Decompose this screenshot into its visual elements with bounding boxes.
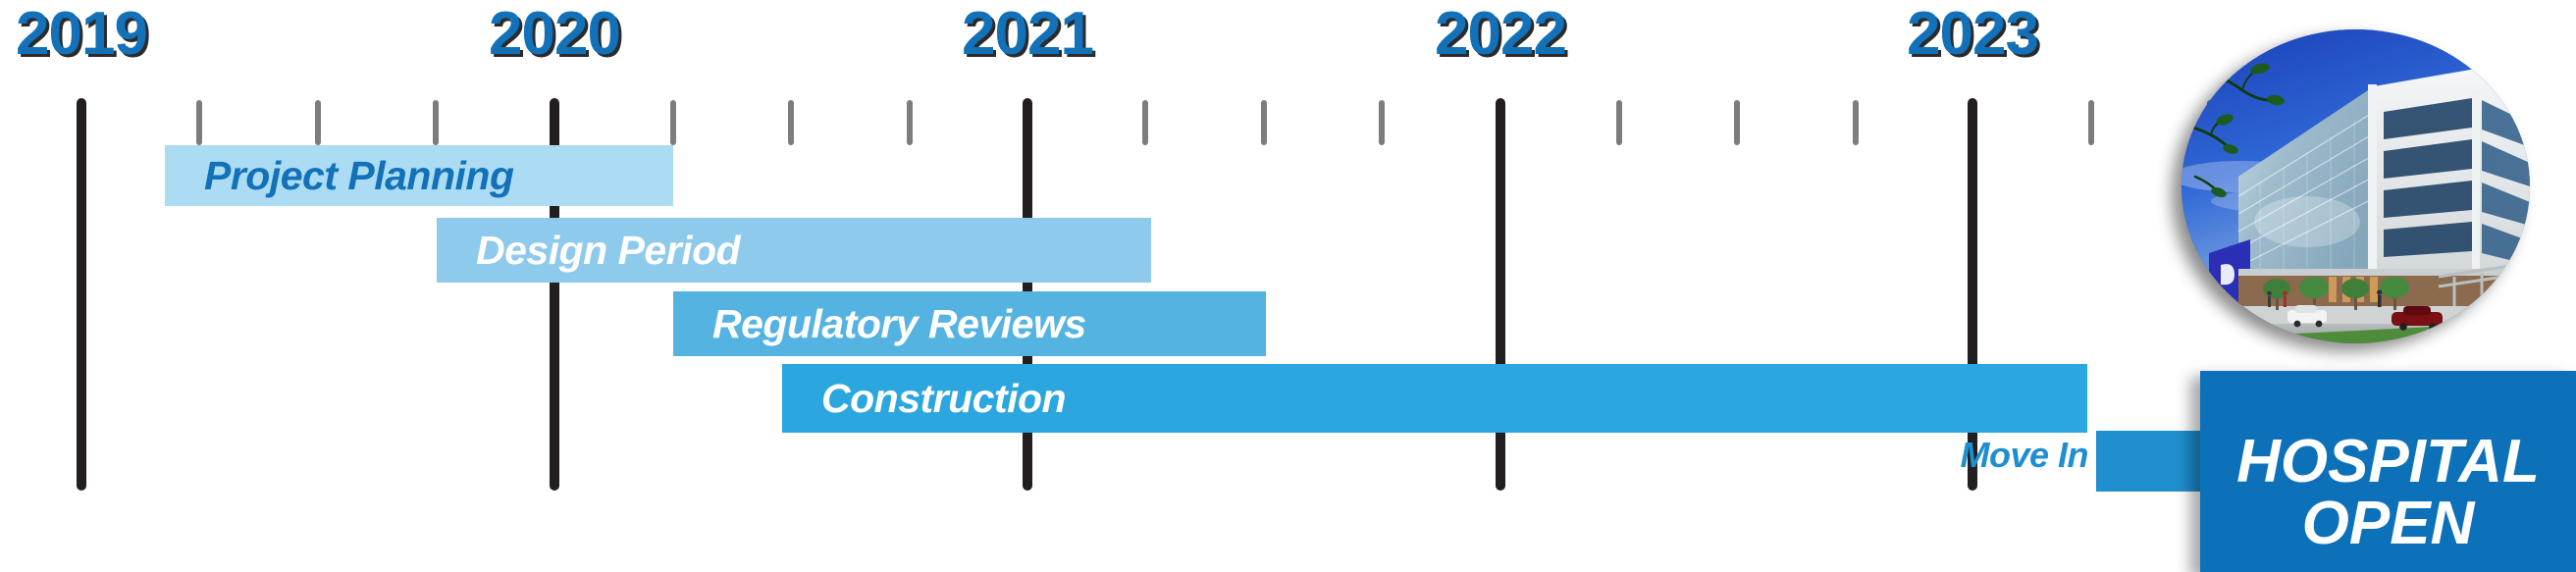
quarter-tick-5	[907, 100, 913, 145]
year-label-2019: 2019	[16, 0, 148, 68]
gantt-bar-design-period: Design Period	[437, 218, 1151, 283]
quarter-tick-8	[1379, 100, 1385, 145]
year-gridline-2020	[550, 98, 559, 491]
gantt-bar-label: Project Planning	[204, 152, 514, 198]
gantt-bar-label: Design Period	[476, 227, 741, 273]
gantt-bar-construction: Construction	[782, 364, 2087, 433]
hospital-rendering-illustration	[2182, 29, 2530, 343]
hospital-building-photo	[2182, 29, 2530, 343]
move-in-label: Move In	[1960, 435, 2088, 475]
gantt-bar-project-planning: Project Planning	[165, 145, 673, 206]
year-label-2021: 2021	[962, 0, 1094, 68]
year-label-2023: 2023	[1907, 0, 2039, 68]
quarter-tick-9	[1616, 100, 1622, 145]
quarter-tick-7	[1261, 100, 1267, 145]
year-label-2022: 2022	[1435, 0, 1567, 68]
quarter-tick-2	[433, 100, 439, 145]
quarter-tick-3	[670, 100, 676, 145]
quarter-tick-6	[1142, 100, 1148, 145]
quarter-tick-0	[196, 100, 202, 145]
gantt-bar-label: Construction	[821, 375, 1067, 421]
quarter-tick-1	[315, 100, 321, 145]
year-gridline-2019	[77, 98, 86, 491]
hospital-open-panel: HOSPITAL OPEN	[2200, 371, 2576, 572]
year-gridline-2022	[1496, 98, 1505, 491]
gantt-bar-regulatory-reviews: Regulatory Reviews	[673, 291, 1266, 356]
year-gridline-2023	[1968, 98, 1977, 491]
gantt-bar-label: Regulatory Reviews	[712, 300, 1086, 346]
move-in-block	[2096, 431, 2204, 492]
hospital-open-line2: OPEN	[2301, 489, 2475, 557]
quarter-tick-11	[1853, 100, 1859, 145]
year-label-2020: 2020	[489, 0, 621, 68]
quarter-tick-12	[2088, 100, 2094, 145]
hospital-open-line1: HOSPITAL	[2236, 427, 2540, 495]
quarter-tick-4	[788, 100, 794, 145]
quarter-tick-10	[1734, 100, 1740, 145]
